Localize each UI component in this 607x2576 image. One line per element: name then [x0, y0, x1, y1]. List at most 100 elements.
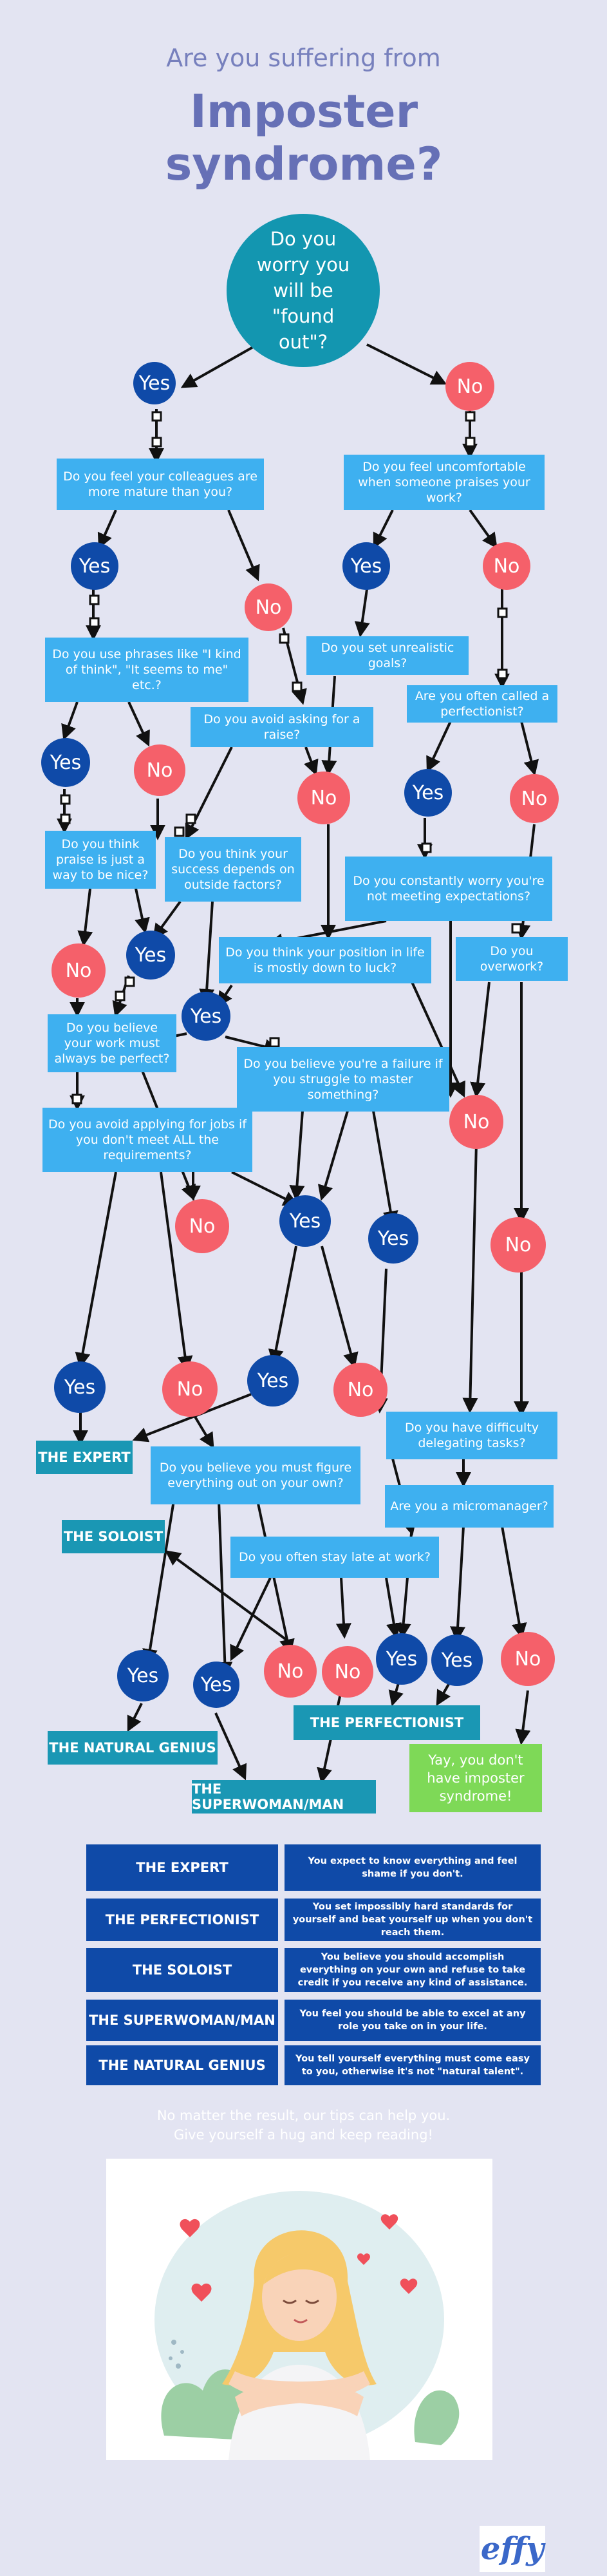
connector	[132, 1393, 252, 1443]
connector	[127, 1703, 143, 1732]
result-the-soloist: THE SOLOIST	[62, 1520, 165, 1553]
legend-name: THE EXPERT	[86, 1844, 278, 1891]
question-praise-nice: Do you think praise is just a way to be …	[45, 831, 156, 889]
yes-circle: Yes	[342, 542, 390, 590]
question-delegating: Do you have difficulty delegating tasks?	[386, 1412, 557, 1459]
connector	[134, 885, 150, 934]
question-avoid-applying: Do you avoid applying for jobs if you do…	[42, 1108, 252, 1172]
connector-node	[269, 1037, 280, 1048]
legend-description: You set impossibly hard standards for yo…	[285, 1899, 541, 1941]
outro-line: No matter the result, our tips can help …	[156, 2108, 451, 2123]
no-circle: No	[333, 1363, 388, 1417]
connector	[61, 701, 79, 741]
connector	[217, 1500, 233, 1678]
question-micromanager: Are you a micromanager?	[385, 1485, 554, 1528]
question-avoid-raise: Do you avoid asking for a raise?	[191, 707, 373, 747]
connector-node	[71, 1094, 82, 1104]
connector	[385, 1577, 402, 1639]
connector-node	[465, 437, 476, 448]
no-circle: No	[51, 943, 106, 998]
connector	[97, 509, 117, 549]
connector	[289, 1110, 305, 1201]
connector	[335, 1577, 351, 1639]
connector-node	[497, 668, 508, 679]
start-question-text: Do you worry you will be "found out"?	[256, 228, 350, 353]
connector	[230, 1577, 272, 1662]
yes-circle: Yes	[71, 542, 118, 590]
result-the-expert: THE EXPERT	[36, 1441, 133, 1474]
connector	[388, 1680, 404, 1707]
yes-circle: Yes	[431, 1634, 483, 1686]
connector	[77, 888, 93, 947]
connector	[192, 1412, 214, 1449]
no-circle: No	[134, 744, 185, 796]
question-not-meeting: Do you constantly worry you're not meeti…	[345, 857, 552, 921]
connector	[142, 1500, 175, 1665]
connector	[366, 343, 447, 385]
connector	[268, 1245, 297, 1365]
yes-circle: Yes	[126, 931, 175, 980]
no-circle: No	[445, 362, 494, 411]
connector	[153, 900, 182, 940]
question-success-outside: Do you think your success depends on out…	[165, 837, 301, 902]
connector	[411, 981, 465, 1098]
connector-node	[151, 437, 162, 448]
no-circle: No	[490, 1217, 546, 1273]
question-failure-master: Do you believe you're a failure if you s…	[237, 1047, 449, 1112]
legend-name: THE SOLOIST	[86, 1948, 278, 1992]
question-colleagues-mature: Do you feel your colleagues are more mat…	[57, 459, 264, 510]
outro-line: Give yourself a hug and keep reading!	[174, 2127, 433, 2143]
no-circle: No	[510, 774, 559, 823]
connector-node	[279, 633, 290, 644]
connector-node	[465, 411, 476, 422]
legend-name: THE SUPERWOMAN/MAN	[86, 2000, 278, 2041]
result-the-superwoman: THE SUPERWOMAN/MAN	[192, 1780, 376, 1814]
connector	[321, 1245, 359, 1368]
question-uncomfortable-praise: Do you feel uncomfortable when someone p…	[344, 455, 545, 510]
connector	[462, 1142, 478, 1414]
yes-circle: Yes	[133, 362, 176, 404]
connector-node	[174, 826, 185, 837]
page-title: Imposter syndrome?	[117, 85, 490, 191]
connector	[354, 589, 370, 638]
question-must-be-perfect: Do you believe your work must always be …	[48, 1014, 176, 1072]
connector	[520, 721, 539, 776]
connector-node	[89, 594, 100, 605]
outro-text: No matter the result, our tips can help …	[0, 2106, 607, 2145]
connector-node	[115, 990, 126, 1001]
connector	[180, 343, 258, 388]
question-position-luck: Do you think your position in life is mo…	[219, 937, 431, 983]
legend-description: You believe you should accomplish everyt…	[285, 1948, 541, 1992]
connector	[75, 1171, 117, 1368]
connector-node	[421, 842, 432, 853]
connector-node	[124, 976, 135, 987]
connector	[199, 901, 215, 1005]
yes-circle: Yes	[117, 1650, 169, 1701]
person-hugging-self-image	[154, 2191, 460, 2460]
connector-node	[511, 923, 522, 934]
legend-name: THE NATURAL GENIUS	[86, 2045, 278, 2085]
connector-node	[60, 794, 71, 805]
yes-circle: Yes	[368, 1213, 418, 1264]
yes-circle: Yes	[54, 1361, 106, 1413]
title-text: Imposter syndrome?	[165, 85, 443, 191]
yes-circle: Yes	[182, 992, 230, 1041]
self-hug-illustration	[106, 2159, 492, 2460]
question-unrealistic-goals: Do you set unrealistic goals?	[306, 636, 469, 675]
connector-node	[292, 681, 303, 692]
yes-circle: Yes	[279, 1195, 331, 1247]
no-circle: No	[175, 1199, 229, 1253]
connector	[231, 1171, 299, 1206]
connector	[214, 1712, 247, 1781]
yes-circle: Yes	[247, 1355, 299, 1406]
legend-name: THE PERFECTIONIST	[86, 1899, 278, 1941]
start-question-circle: Do you worry you will be "found out"?	[227, 214, 380, 367]
question-perfectionist: Are you often called a perfectionist?	[407, 685, 557, 723]
connector	[515, 1690, 531, 1745]
no-circle: No	[245, 583, 292, 631]
connector	[373, 509, 394, 549]
question-phrases: Do you use phrases like "I kind of think…	[45, 638, 248, 702]
page-subtitle: Are you suffering from	[166, 44, 441, 72]
connector	[304, 746, 319, 776]
